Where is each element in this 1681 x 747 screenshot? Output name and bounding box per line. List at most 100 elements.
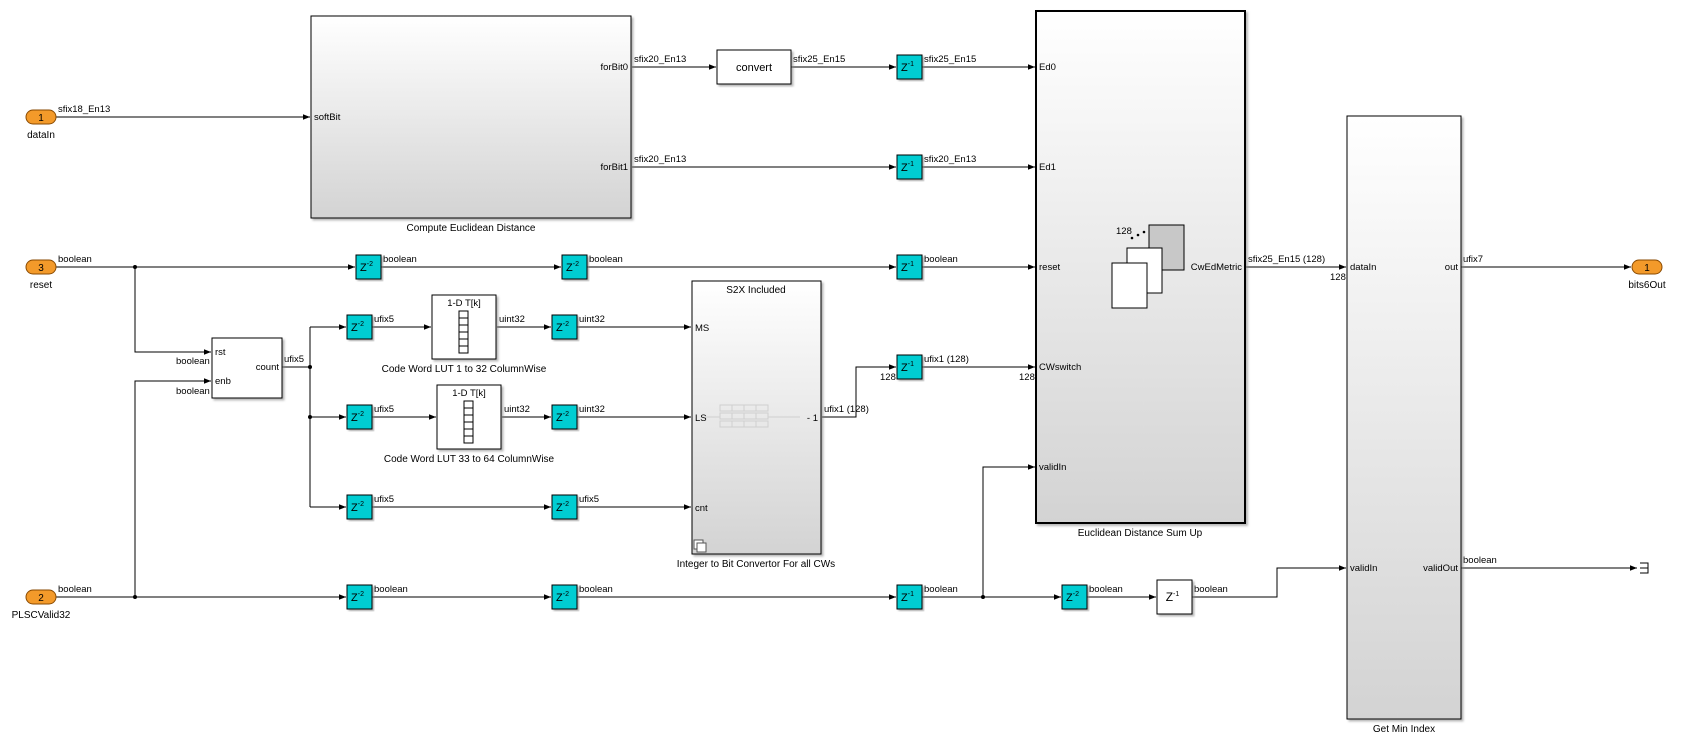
block-title: Compute Euclidean Distance <box>407 223 536 234</box>
delay-block[interactable]: Z-1 <box>896 354 923 380</box>
delay-box <box>896 154 923 180</box>
stack-count: 128 <box>1116 226 1132 237</box>
signal-label: ufix7 <box>1463 254 1483 265</box>
signal-label: boolean <box>1194 584 1228 595</box>
port-label: reset <box>1039 262 1060 273</box>
terminator-icon[interactable] <box>1640 562 1649 574</box>
outport-label: bits6Out <box>1628 280 1665 291</box>
port-label: validOut <box>1423 563 1458 574</box>
delay-box <box>1061 584 1088 610</box>
port-label: cnt <box>695 503 708 514</box>
delay-box <box>896 354 923 380</box>
convert-block[interactable]: convert <box>716 49 792 85</box>
delay-box <box>551 314 578 340</box>
delay-box <box>346 584 373 610</box>
signal-label: boolean <box>1463 555 1497 566</box>
signal-lines <box>56 64 1637 600</box>
block-label: convert <box>736 62 772 74</box>
signal-label: ufix5 <box>579 494 599 505</box>
signal-label: boolean <box>1089 584 1123 595</box>
signal-label: sfix20_En13 <box>924 154 976 165</box>
signal-label: ufix5 <box>374 494 394 505</box>
delay-box <box>896 54 923 80</box>
signal-label: sfix25_En15 (128) <box>1248 254 1325 265</box>
delay-box <box>355 254 382 280</box>
subsystem-compute-euclidean-distance[interactable]: softBit forBit0 forBit1 Compute Euclidea… <box>310 15 632 234</box>
inport-plscvalid[interactable]: 2 PLSCValid32 <box>12 589 71 621</box>
port-label: enb <box>215 376 231 387</box>
signal-label: boolean <box>176 356 210 367</box>
delay-block[interactable]: Z-1 <box>896 584 923 610</box>
signal-label: boolean <box>58 254 92 265</box>
port-label: forBit0 <box>601 62 628 73</box>
signal-label: uint32 <box>504 404 530 415</box>
inport-number: 1 <box>38 113 44 124</box>
lut-block-33-64[interactable]: 1-D T[k] Code Word LUT 33 to 64 ColumnWi… <box>384 384 555 465</box>
signal-label: uint32 <box>579 314 605 325</box>
outport-bits6out[interactable]: 1 bits6Out <box>1628 259 1666 291</box>
port-label: Ed0 <box>1039 62 1056 73</box>
delay-block[interactable]: Z-2 <box>551 314 578 340</box>
port-label: MS <box>695 323 709 334</box>
delay-block[interactable]: Z-2 <box>355 254 382 280</box>
delay-block[interactable]: Z-1 <box>896 254 923 280</box>
inport-label: dataIn <box>27 130 55 141</box>
block-title: Code Word LUT 1 to 32 ColumnWise <box>382 364 547 375</box>
signal-label: uint32 <box>499 314 525 325</box>
inport-datain[interactable]: 1 dataIn <box>25 109 57 141</box>
delay-block[interactable]: Z-2 <box>551 494 578 520</box>
signal-width: 128 <box>1330 272 1346 283</box>
subsystem-get-min-index[interactable]: dataIn validIn out validOut Get Min Inde… <box>1346 115 1462 735</box>
lut-header: 1-D T[k] <box>452 388 486 399</box>
delay-box <box>1156 579 1193 615</box>
delay-block[interactable]: Z-2 <box>346 404 373 430</box>
lut-table-icon <box>463 400 474 444</box>
port-label: out <box>1445 262 1459 273</box>
signal-label: boolean <box>579 584 613 595</box>
delay-block[interactable]: Z-2 <box>551 404 578 430</box>
signal-label: ufix1 (128) <box>824 404 869 415</box>
lut-block-1-32[interactable]: 1-D T[k] Code Word LUT 1 to 32 ColumnWis… <box>382 294 547 375</box>
counter-block[interactable]: rst enb count <box>211 337 283 399</box>
inport-number: 3 <box>38 263 44 274</box>
subsystem-badge-icon <box>693 539 707 553</box>
for-each-stack-icon: 128 <box>1111 224 1185 309</box>
signal-label: ufix5 <box>284 354 304 365</box>
delay-box <box>561 254 588 280</box>
block-title: Euclidean Distance Sum Up <box>1078 528 1203 539</box>
signal-labels: sfix18_En13 sfix20_En13 sfix25_En15 sfix… <box>58 54 1497 595</box>
delay-block[interactable]: Z-2 <box>346 584 373 610</box>
block-title: Get Min Index <box>1373 724 1435 735</box>
delay-block[interactable]: Z-1 <box>1156 579 1193 615</box>
block-title: Integer to Bit Convertor For all CWs <box>677 559 835 570</box>
port-label: softBit <box>314 112 341 123</box>
subsystem-integer-to-bit-convertor[interactable]: S2X Included MS LS cnt - 1 Integer to Bi… <box>677 280 835 570</box>
delay-block[interactable]: Z-2 <box>346 494 373 520</box>
inport-reset[interactable]: 3 reset <box>25 259 57 291</box>
delay-block[interactable]: Z-1 <box>896 154 923 180</box>
inport-label: reset <box>30 280 52 291</box>
delay-block[interactable]: Z-1 <box>896 54 923 80</box>
delay-box <box>551 584 578 610</box>
signal-label: boolean <box>374 584 408 595</box>
lut-header: 1-D T[k] <box>447 298 481 309</box>
block-title: Code Word LUT 33 to 64 ColumnWise <box>384 454 555 465</box>
delay-box <box>346 404 373 430</box>
signal-width: 128 <box>880 372 896 383</box>
subsystem-euclidean-distance-sum-up[interactable]: Ed0 Ed1 reset CWswitch validIn CwEdMetri… <box>1035 10 1246 539</box>
delay-box <box>896 584 923 610</box>
signal-label: ufix5 <box>374 314 394 325</box>
delay-block[interactable]: Z-2 <box>561 254 588 280</box>
delay-block[interactable]: Z-2 <box>346 314 373 340</box>
signal-label: boolean <box>924 254 958 265</box>
delay-block[interactable]: Z-2 <box>551 584 578 610</box>
signal-label: ufix1 (128) <box>924 354 969 365</box>
signal-label: ufix5 <box>374 404 394 415</box>
delay-block[interactable]: Z-2 <box>1061 584 1088 610</box>
port-label: CWswitch <box>1039 362 1081 373</box>
bit-grid-icon <box>705 404 800 428</box>
signal-label: sfix25_En15 <box>924 54 976 65</box>
port-label: count <box>256 362 280 373</box>
